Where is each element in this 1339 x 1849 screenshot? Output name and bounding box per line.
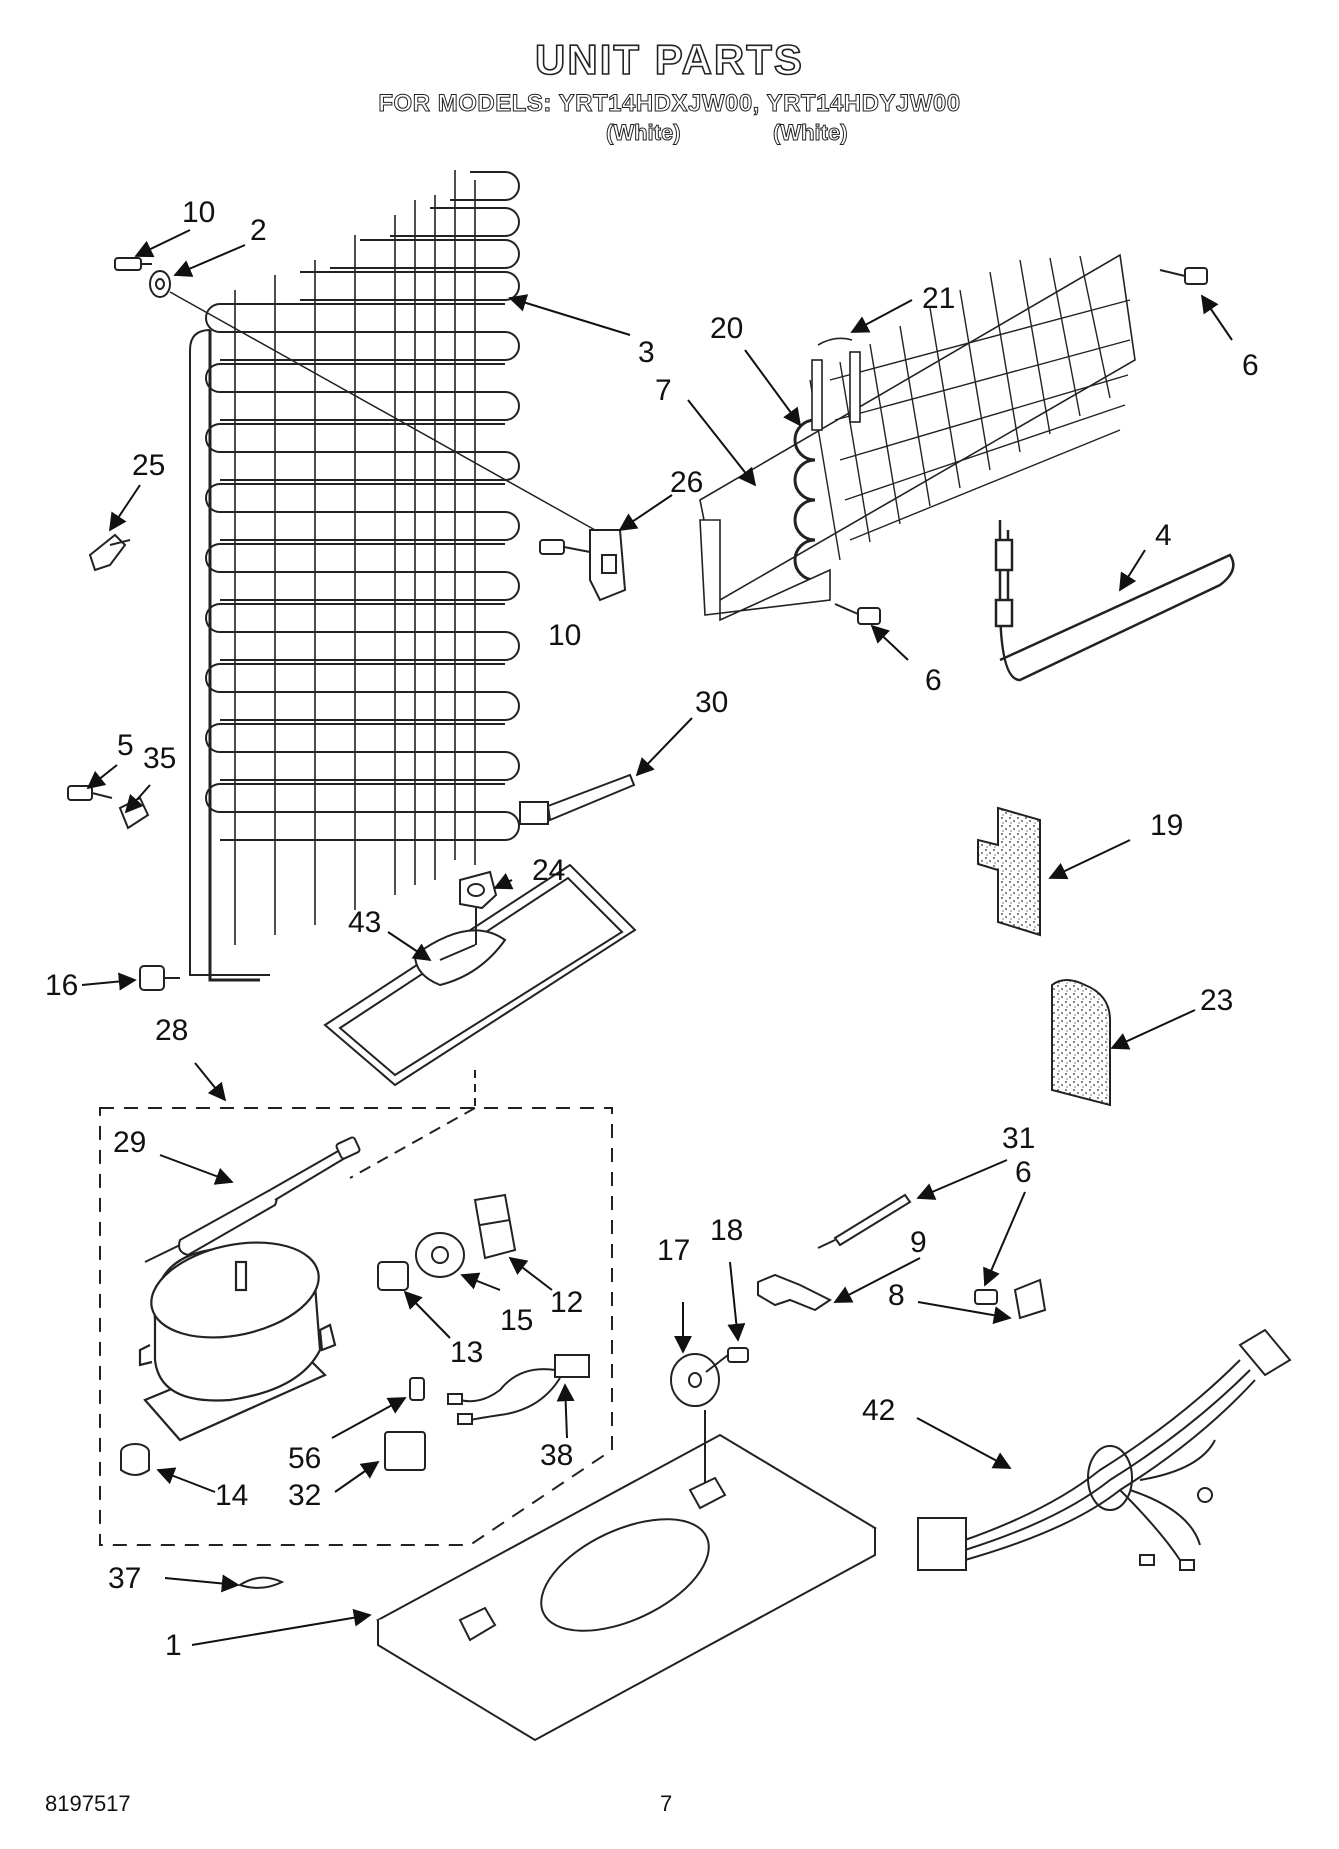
drain-tube-clip: [139, 965, 180, 991]
callout-31: 31: [1002, 1122, 1035, 1155]
callout-10-top: 10: [182, 196, 215, 229]
unit-base-pan: [375, 1410, 878, 1742]
fan-blade: [670, 1353, 720, 1407]
callout-18: 18: [710, 1214, 743, 1247]
callout-26: 26: [670, 466, 703, 499]
callout-6-top: 6: [1242, 349, 1259, 382]
defrost-drain-tube: [817, 1193, 912, 1249]
callout-17: 17: [657, 1234, 690, 1267]
callout-13: 13: [450, 1336, 483, 1369]
page-number: 7: [660, 1791, 673, 1816]
cable-tie: [519, 773, 636, 825]
callout-37: 37: [108, 1562, 141, 1595]
callout-5: 5: [117, 729, 134, 762]
harness-clip: [974, 1278, 1047, 1320]
condenser-clip-top: [88, 533, 131, 572]
page-title: UNIT PARTS: [534, 35, 804, 84]
foam-block-19: [977, 806, 1041, 937]
callout-38: 38: [540, 1439, 573, 1472]
callout-21: 21: [922, 282, 955, 315]
callout-25: 25: [132, 449, 165, 482]
drain-pan: [323, 863, 637, 1087]
callout-7: 7: [655, 374, 672, 407]
callout-35: 35: [143, 742, 176, 775]
assembly-link-line-2: [349, 1107, 476, 1179]
callout-43: 43: [348, 906, 381, 939]
callout-8: 8: [888, 1279, 905, 1312]
callout-42: 42: [862, 1394, 895, 1427]
overload-protector: [377, 1261, 409, 1291]
callout-14: 14: [215, 1479, 248, 1512]
fan-bracket: [757, 1273, 832, 1312]
callout-16: 16: [45, 969, 78, 1002]
callout-15: 15: [500, 1304, 533, 1337]
base-pan-clip: [237, 1576, 285, 1589]
callout-23: 23: [1200, 984, 1233, 1017]
start-relay: [415, 1232, 465, 1278]
capacitor: [384, 1431, 426, 1471]
callout-10-mid: 10: [548, 619, 581, 652]
evaporator-screw-top: [1159, 267, 1208, 285]
models-line: FOR MODELS: YRT14HDXJW00, YRT14HDYJW00: [378, 90, 961, 118]
callout-labels: 10 2 3 21 20 6 7 25 26 10 4 6 30 5 35 19…: [45, 196, 1259, 1662]
terminal-cover: [473, 1193, 517, 1260]
callout-2: 2: [250, 214, 267, 247]
callout-1: 1: [165, 1629, 182, 1662]
relay-wire-harness: [447, 1354, 590, 1425]
callout-28: 28: [155, 1014, 188, 1047]
callout-24: 24: [532, 854, 565, 887]
evaporator-screw-bottom: [834, 603, 881, 625]
callout-6-mid: 6: [925, 664, 942, 697]
callout-12: 12: [550, 1286, 583, 1319]
defrost-heater: [994, 520, 1235, 682]
cold-control-bracket: [539, 529, 627, 602]
drain-pan-nut: [459, 870, 498, 945]
callout-32: 32: [288, 1479, 321, 1512]
foam-block-23: [1051, 979, 1111, 1107]
condenser-screw-and-clip: [67, 785, 150, 830]
condenser-coil: [189, 170, 520, 982]
capacitor-screw: [409, 1377, 425, 1401]
compressor: [138, 1241, 337, 1442]
callout-56: 56: [288, 1442, 321, 1475]
evaporator-assembly: [699, 253, 1136, 622]
callout-19: 19: [1150, 809, 1183, 842]
compressor-grommet: [120, 1443, 150, 1476]
fan-pin: [705, 1347, 749, 1373]
filter-drier: [144, 1136, 361, 1263]
callout-3: 3: [638, 336, 655, 369]
part-number: 8197517: [45, 1791, 131, 1816]
model-variant-2: (White): [773, 120, 849, 146]
callout-4: 4: [1155, 519, 1172, 552]
compressor-assembly-boundary: [99, 1107, 613, 1546]
callout-6-low: 6: [1015, 1156, 1032, 1189]
callout-30: 30: [695, 686, 728, 719]
callout-9: 9: [910, 1226, 927, 1259]
callout-29: 29: [113, 1126, 146, 1159]
callout-20: 20: [710, 312, 743, 345]
model-variant-1: (White): [606, 120, 682, 146]
mounting-screw-and-grommet: [114, 257, 596, 531]
leader-lines: [81, 229, 1233, 1646]
main-wire-harness: [917, 1328, 1292, 1571]
